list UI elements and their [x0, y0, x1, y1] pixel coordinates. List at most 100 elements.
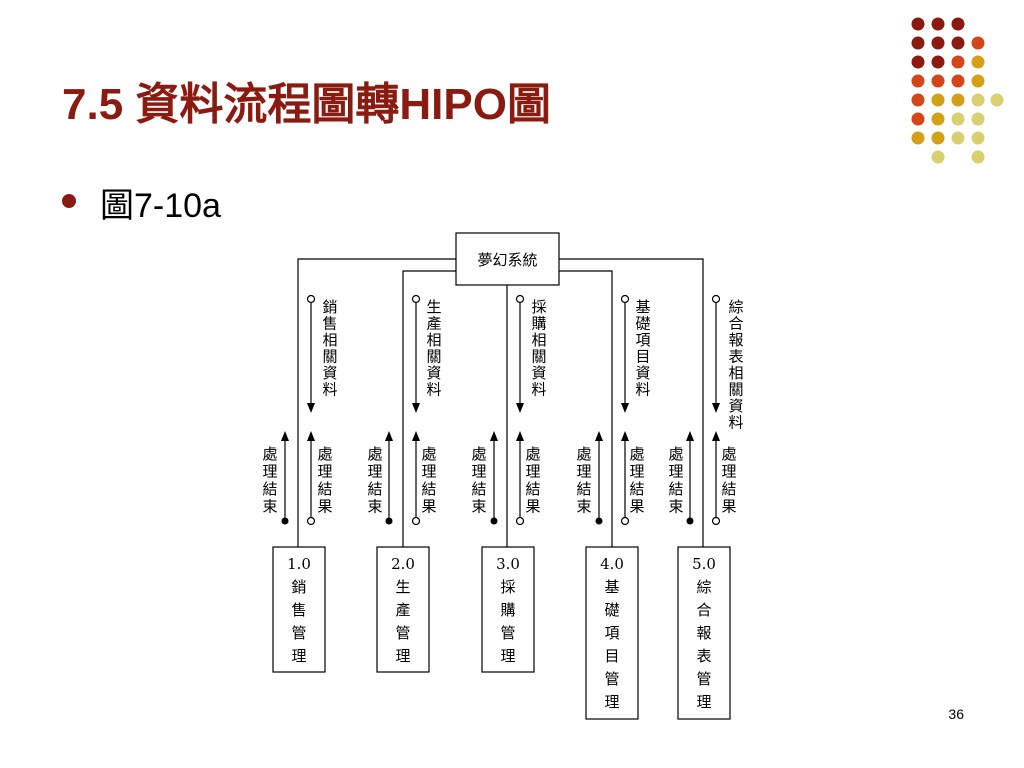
- svg-text:目: 目: [604, 647, 619, 665]
- svg-text:料: 料: [728, 414, 743, 432]
- svg-text:果: 果: [629, 498, 644, 516]
- svg-text:理: 理: [604, 693, 619, 711]
- svg-text:報: 報: [728, 331, 743, 349]
- down-arrow-icon: [621, 403, 629, 413]
- svg-text:關: 關: [728, 381, 743, 399]
- svg-text:綜: 綜: [728, 298, 743, 316]
- svg-text:束: 束: [576, 498, 591, 516]
- svg-text:理: 理: [696, 693, 711, 711]
- svg-text:相: 相: [531, 331, 546, 349]
- flow-start-circle: [306, 294, 316, 304]
- flow-start-circle: [306, 516, 316, 526]
- svg-text:表: 表: [696, 647, 711, 665]
- svg-text:表: 表: [728, 348, 743, 366]
- svg-text:關: 關: [322, 348, 337, 366]
- svg-text:關: 關: [426, 348, 441, 366]
- svg-text:理: 理: [721, 463, 736, 481]
- svg-text:果: 果: [525, 498, 540, 516]
- down-arrow-icon: [712, 403, 720, 413]
- bullet-dot-icon: [62, 194, 76, 208]
- up-arrow-icon: [621, 431, 629, 441]
- data-flows: 銷售相關資料處理結束處理結果生產相關資料處理結束處理結果採購相關資料處理結束處理…: [262, 294, 744, 526]
- svg-text:管: 管: [395, 624, 410, 642]
- down-arrow-icon: [307, 403, 315, 413]
- svg-text:束: 束: [668, 498, 683, 516]
- svg-text:礎: 礎: [604, 601, 619, 619]
- svg-text:處: 處: [668, 445, 683, 463]
- bullet-text: 圖7-10a: [100, 187, 221, 225]
- svg-text:基: 基: [635, 298, 650, 316]
- svg-text:生: 生: [395, 578, 410, 596]
- svg-text:報: 報: [696, 624, 711, 642]
- svg-text:理: 理: [576, 463, 591, 481]
- svg-text:理: 理: [262, 463, 277, 481]
- svg-text:相: 相: [322, 331, 337, 349]
- svg-text:採: 採: [531, 298, 546, 316]
- down-arrow-icon: [412, 403, 420, 413]
- svg-text:理: 理: [317, 463, 332, 481]
- svg-text:理: 理: [629, 463, 644, 481]
- svg-text:相: 相: [426, 331, 441, 349]
- svg-text:果: 果: [421, 498, 436, 516]
- svg-text:合: 合: [728, 315, 743, 333]
- module-number: 3.0: [496, 555, 520, 573]
- svg-text:束: 束: [471, 498, 486, 516]
- svg-text:銷: 銷: [322, 298, 337, 316]
- svg-text:處: 處: [471, 445, 486, 463]
- svg-text:銷: 銷: [291, 578, 306, 596]
- svg-text:購: 購: [531, 315, 546, 333]
- svg-text:處: 處: [525, 445, 540, 463]
- flow-start-circle: [620, 294, 630, 304]
- down-arrow-icon: [516, 403, 524, 413]
- slide-title: 7.5 資料流程圖轉HIPO圖: [62, 80, 551, 129]
- svg-text:束: 束: [367, 498, 382, 516]
- svg-text:管: 管: [604, 670, 619, 688]
- svg-text:管: 管: [500, 624, 515, 642]
- flow-end-dot: [595, 517, 603, 525]
- flow-end-dot: [686, 517, 694, 525]
- flow-end-dot: [490, 517, 498, 525]
- svg-text:相: 相: [728, 364, 743, 382]
- svg-text:資: 資: [635, 364, 650, 382]
- svg-text:果: 果: [721, 498, 736, 516]
- up-arrow-icon: [307, 431, 315, 441]
- svg-text:項: 項: [604, 624, 619, 642]
- up-arrow-icon: [412, 431, 420, 441]
- up-arrow-icon: [686, 431, 694, 441]
- svg-text:關: 關: [531, 348, 546, 366]
- svg-text:理: 理: [291, 647, 306, 665]
- up-arrow-icon: [281, 431, 289, 441]
- svg-text:產: 產: [426, 315, 441, 333]
- svg-text:售: 售: [322, 315, 337, 333]
- svg-text:礎: 礎: [635, 315, 650, 333]
- svg-text:處: 處: [367, 445, 382, 463]
- svg-text:理: 理: [421, 463, 436, 481]
- module-number: 2.0: [391, 555, 415, 573]
- svg-text:生: 生: [426, 298, 441, 316]
- svg-text:料: 料: [322, 381, 337, 399]
- svg-text:結: 結: [721, 480, 736, 498]
- svg-text:管: 管: [291, 624, 306, 642]
- svg-text:料: 料: [635, 381, 650, 399]
- page-number: 36: [948, 706, 964, 722]
- up-arrow-icon: [595, 431, 603, 441]
